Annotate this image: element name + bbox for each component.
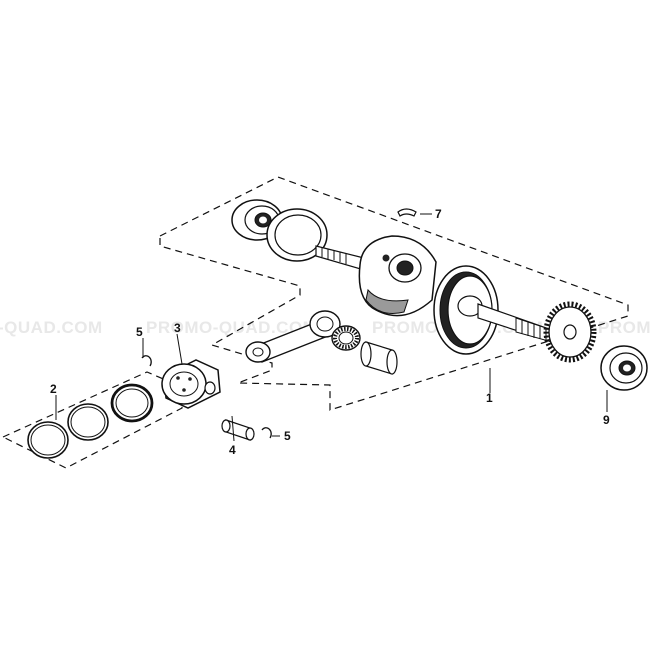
shim-washer: [266, 208, 328, 262]
piston: [161, 359, 221, 409]
piston-pin: [221, 419, 255, 441]
right-bearing: [600, 345, 648, 391]
callout-crankshaft: 1: [486, 391, 493, 405]
piston-rings: [27, 383, 154, 459]
callout-piston: 3: [174, 321, 181, 335]
callout-circlip-lower: 5: [284, 429, 291, 443]
watermark-segment: PROMO-QUAD.COM: [146, 318, 317, 337]
callout-circlip-upper: 5: [136, 325, 143, 339]
left-crank-web: [358, 235, 437, 317]
left-shaft: [315, 245, 365, 271]
circlip-lower: [261, 427, 272, 439]
woodruff-key: [397, 208, 417, 217]
needle-bearing: [331, 325, 361, 351]
connecting-rod: [245, 310, 341, 363]
watermark-segment: -QUAD.COM: [0, 318, 103, 337]
watermark-segment: PROMO: [598, 318, 650, 337]
callout-piston-rings: 2: [50, 382, 57, 396]
crankshaft-assembly-boundary: [159, 176, 629, 411]
right-crank-web: [433, 265, 499, 355]
callout-piston-pin: 4: [229, 443, 236, 457]
timing-gear: [543, 301, 597, 363]
leader-lines: [55, 213, 608, 442]
crank-pin: [360, 341, 398, 375]
callout-right-bearing: 9: [603, 413, 610, 427]
callout-woodruff-key: 7: [435, 207, 442, 221]
